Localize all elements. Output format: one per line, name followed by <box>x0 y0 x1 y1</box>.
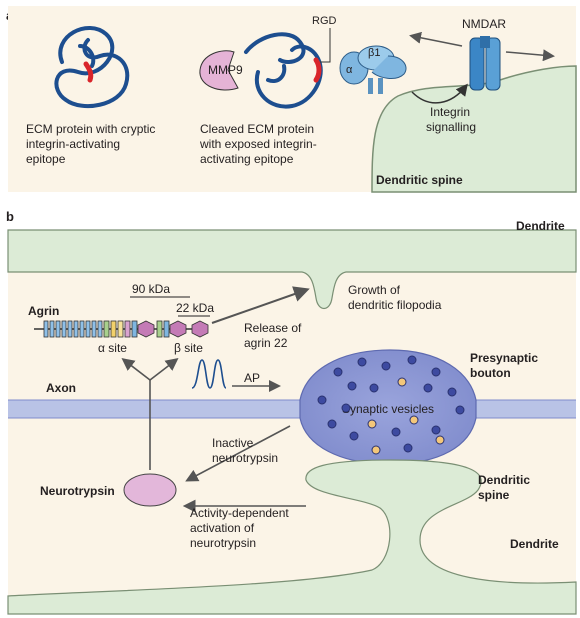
panel-b-label: b <box>6 209 14 224</box>
cleaved-caption-1: Cleaved ECM protein <box>200 122 314 136</box>
axon-label: Axon <box>46 381 76 395</box>
release-label-1: Release of <box>244 321 302 335</box>
axon-shaft <box>8 400 576 418</box>
inactive-label-1: Inactive <box>212 436 254 450</box>
release-label-2: agrin 22 <box>244 336 288 350</box>
signalling-label-1: Integrin <box>430 105 470 119</box>
beta1-label: β1 <box>368 47 380 59</box>
panel-b-background <box>8 230 576 614</box>
ecm-caption-1: ECM protein with cryptic <box>26 122 155 136</box>
ecm-protein-cleaved <box>244 32 323 109</box>
kda90-label: 90 kDa <box>132 282 170 296</box>
neurotrypsin-label: Neurotrypsin <box>40 484 115 498</box>
integrin-signalling-arrow <box>411 83 468 104</box>
cleaved-caption-3: activating epitope <box>200 152 294 166</box>
growth-label-2: dendritic filopodia <box>348 298 442 312</box>
dendrite-bottom-label: Dendrite <box>510 537 559 551</box>
synaptic-vesicles-label: Synaptic vesicles <box>342 402 434 416</box>
release-arrow <box>211 286 310 324</box>
ecm-caption-3: epitope <box>26 152 66 166</box>
nmdar-label: NMDAR <box>462 17 506 31</box>
synaptic-vesicles <box>317 355 465 455</box>
spine-label-b-2: spine <box>478 488 510 502</box>
alpha-site-label: α site <box>98 341 127 355</box>
spine-label-b-1: Dendritic <box>478 473 530 487</box>
inactive-label-2: neurotrypsin <box>212 451 278 465</box>
beta-site-label: β site <box>174 341 203 355</box>
ecm-caption-2: integrin-activating <box>26 137 120 151</box>
kda22-label: 22 kDa <box>176 301 214 315</box>
dendrite-bottom <box>7 459 577 615</box>
rgd-label: RGD <box>312 15 337 27</box>
rgd-leader <box>320 28 331 63</box>
growth-label-1: Growth of <box>348 283 401 297</box>
inactive-neurotrypsin-arrow <box>185 425 291 482</box>
activity-label-3: neurotrypsin <box>190 536 256 550</box>
presynaptic-label-2: bouton <box>470 366 511 380</box>
dendrite-top-label: Dendrite <box>516 219 565 233</box>
mmp9-label: MMP9 <box>208 63 243 77</box>
mmp9-enzyme <box>199 50 239 91</box>
neurotrypsin-cleavage-arrows <box>121 358 179 470</box>
integrin-receptor <box>339 45 407 94</box>
spine-membrane-a <box>371 65 577 193</box>
exposed-epitope <box>313 57 322 83</box>
action-potential-wave <box>191 359 227 389</box>
agrin-molecule <box>34 320 209 338</box>
cleaved-caption-2: with exposed integrin- <box>199 137 317 151</box>
neurotrypsin-enzyme <box>123 473 177 507</box>
ecm-protein-folded <box>54 26 130 108</box>
spine-label-a: Dendritic spine <box>376 173 463 187</box>
alpha-label: α <box>346 64 353 76</box>
presynaptic-label-1: Presynaptic <box>470 351 538 365</box>
activity-label-2: activation of <box>190 521 255 535</box>
arrow-nmdar-right <box>505 49 555 62</box>
agrin-label: Agrin <box>28 304 59 318</box>
nmdar-receptor <box>469 36 501 91</box>
cryptic-epitope <box>83 61 94 83</box>
presynaptic-bouton <box>299 349 477 465</box>
dendrite-top <box>7 229 577 310</box>
ap-label: AP <box>244 371 260 385</box>
activity-label-1: Activity-dependent <box>190 506 289 520</box>
signalling-label-2: signalling <box>426 120 476 134</box>
arrow-to-integrin <box>409 31 463 47</box>
